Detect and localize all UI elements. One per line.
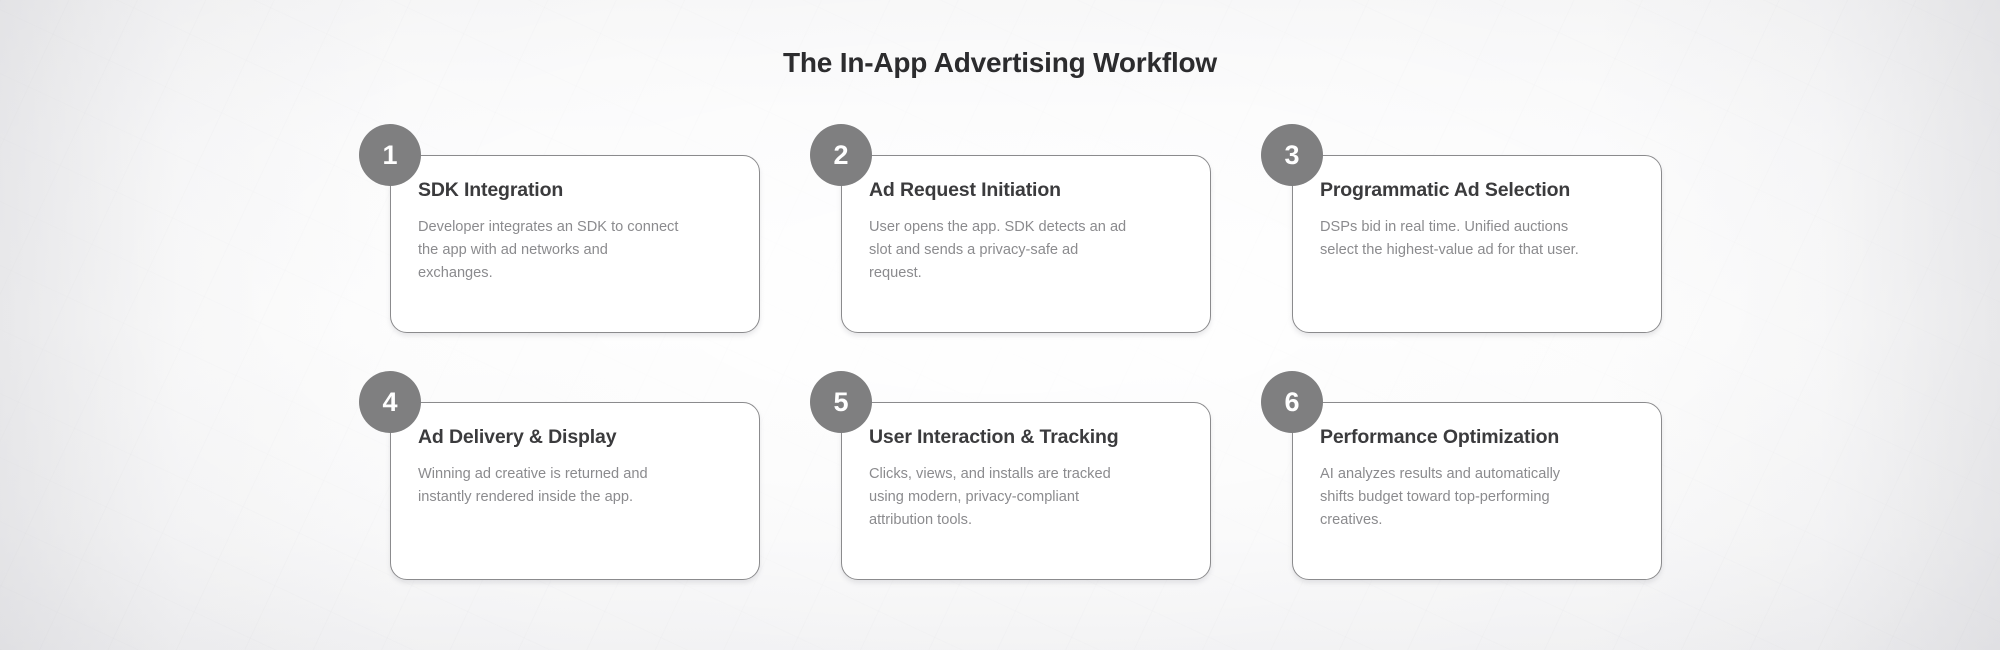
- step-card-6[interactable]: 6 Performance Optimization AI analyzes r…: [1261, 371, 1662, 580]
- step-number-badge: 4: [359, 371, 421, 433]
- card-surface: [841, 402, 1211, 580]
- step-number-badge: 5: [810, 371, 872, 433]
- step-card-3[interactable]: 3 Programmatic Ad Selection DSPs bid in …: [1261, 124, 1662, 333]
- step-heading: SDK Integration: [418, 179, 564, 201]
- card-surface: [390, 155, 760, 333]
- card-content: Programmatic Ad Selection DSPs bid in re…: [1320, 179, 1642, 262]
- card-content: SDK Integration Developer integrates an …: [418, 179, 740, 286]
- card-content: Ad Delivery & Display Winning ad creativ…: [418, 426, 740, 509]
- card-surface: [1292, 402, 1662, 580]
- step-description: Developer integrates an SDK to connect t…: [418, 219, 679, 282]
- card-content: Performance Optimization AI analyzes res…: [1320, 426, 1642, 533]
- steps-grid: 1 SDK Integration Developer integrates a…: [359, 124, 1662, 580]
- step-heading: Programmatic Ad Selection: [1320, 179, 1571, 201]
- step-description: AI analyzes results and automatically sh…: [1320, 466, 1561, 529]
- step-heading: Performance Optimization: [1320, 426, 1560, 448]
- card-content: User Interaction & Tracking Clicks, view…: [869, 426, 1191, 533]
- step-description: Clicks, views, and installs are tracked …: [869, 466, 1111, 529]
- step-card-1[interactable]: 1 SDK Integration Developer integrates a…: [359, 124, 760, 333]
- step-number-badge: 1: [359, 124, 421, 186]
- card-content: Ad Request Initiation User opens the app…: [869, 179, 1191, 286]
- card-surface: [1292, 155, 1662, 333]
- step-number-badge: 2: [810, 124, 872, 186]
- step-card-4[interactable]: 4 Ad Delivery & Display Winning ad creat…: [359, 371, 760, 580]
- step-heading: Ad Delivery & Display: [418, 426, 617, 448]
- card-surface: [390, 402, 760, 580]
- step-number-badge: 3: [1261, 124, 1323, 186]
- card-surface: [841, 155, 1211, 333]
- step-description: DSPs bid in real time. Unified auctions …: [1320, 219, 1579, 259]
- step-number-badge: 6: [1261, 371, 1323, 433]
- page-title: The In-App Advertising Workflow: [782, 47, 1218, 78]
- step-heading: User Interaction & Tracking: [869, 426, 1119, 448]
- step-description: Winning ad creative is returned and inst…: [418, 466, 648, 506]
- step-description: User opens the app. SDK detects an ad sl…: [869, 219, 1127, 282]
- step-card-5[interactable]: 5 User Interaction & Tracking Clicks, vi…: [810, 371, 1211, 580]
- step-heading: Ad Request Initiation: [869, 179, 1061, 201]
- step-card-2[interactable]: 2 Ad Request Initiation User opens the a…: [810, 124, 1211, 333]
